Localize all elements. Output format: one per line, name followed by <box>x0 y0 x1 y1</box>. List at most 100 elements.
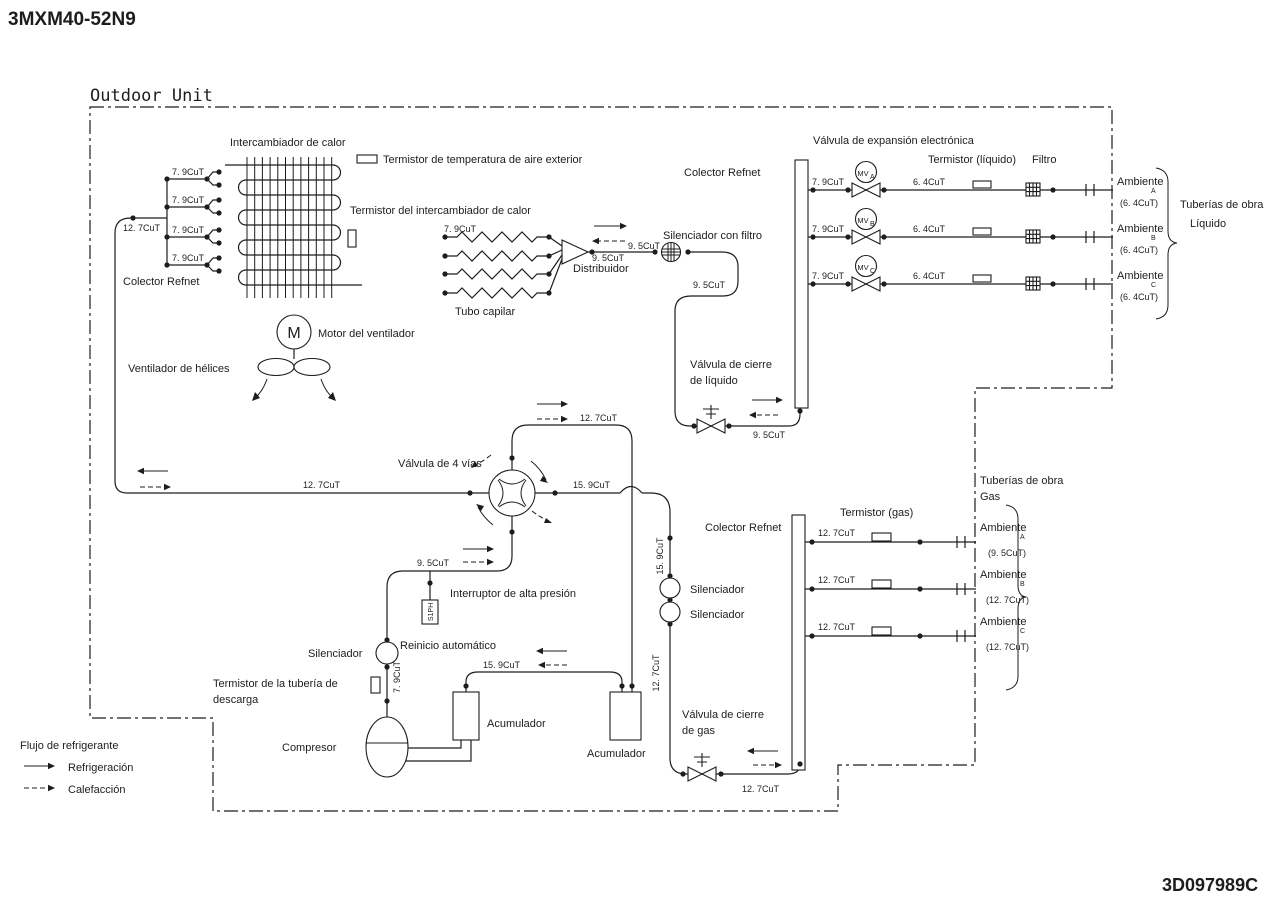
room-sub: A <box>1020 534 1025 541</box>
label-gas-valve-2: de gas <box>682 725 716 737</box>
pipe-size: 12. 7CuT <box>651 654 661 692</box>
filter-symbols <box>1025 182 1041 291</box>
pipe-size: 12. 7CuT <box>818 622 856 632</box>
pipe-size: 7. 9CuT <box>812 177 845 187</box>
refnet-header-gas <box>791 514 806 771</box>
pipe-size: 15. 9CuT <box>573 480 611 490</box>
page-title: 3MXM40-52N9 <box>8 9 136 30</box>
pipe-size: 12. 7CuT <box>580 413 618 423</box>
gas-muffler-2-symbol <box>659 601 681 623</box>
label-refnet-gas: Colector Refnet <box>705 522 781 534</box>
room-size: (9. 5CuT) <box>988 548 1026 558</box>
mv-c-label: MV <box>857 263 868 272</box>
pipe-size: 12. 7CuT <box>303 480 341 490</box>
label-four-way-valve: Válvula de 4 vías <box>398 458 482 470</box>
pipe-size: 15. 9CuT <box>655 537 665 575</box>
pipe-size: 9. 5CuT <box>628 241 661 251</box>
flare-connection-symbols <box>956 184 1095 642</box>
mv-b-label: MV <box>857 216 868 225</box>
liquid-thermistor-symbols <box>972 180 992 283</box>
label-hex-thermistor: Termistor del intercambiador de calor <box>350 205 531 217</box>
label-discharge-thermistor-2: descarga <box>213 694 259 706</box>
label-muffler: Silenciador <box>308 648 363 660</box>
pipe-size: 7. 9CuT <box>812 224 845 234</box>
room-size: (6. 4CuT) <box>1120 245 1158 255</box>
legend-cooling: Refrigeración <box>68 762 133 774</box>
flow-arrows <box>137 222 783 769</box>
label-eev: Válvula de expansión electrónica <box>813 135 975 147</box>
accumulator-1-symbol <box>452 691 480 741</box>
pipe-size: 9. 5CuT <box>753 430 786 440</box>
pipe-size: 6. 4CuT <box>913 177 946 187</box>
muffler-with-filter-symbol <box>660 241 682 263</box>
room-label: Ambiente <box>980 616 1026 628</box>
outdoor-unit-boundary <box>89 106 1113 812</box>
pipe-size: 12. 7CuT <box>123 223 161 233</box>
capillary-tubes <box>445 231 563 299</box>
field-piping-liquid-subtitle: Líquido <box>1190 218 1226 230</box>
pipe-size: 9. 5CuT <box>592 253 625 263</box>
outdoor-air-thermistor-symbol <box>356 154 378 164</box>
mv-c-sub: C <box>870 268 875 275</box>
hex-thermistor-symbol <box>347 229 357 248</box>
pipe-size: 7. 9CuT <box>172 253 205 263</box>
accumulator-2-symbol <box>609 691 642 741</box>
fan-motor-symbol <box>252 314 336 401</box>
room-size: (6. 4CuT) <box>1120 292 1158 302</box>
label-refnet-left: Colector Refnet <box>123 276 199 288</box>
pipe-size: 12. 7CuT <box>742 784 780 794</box>
label-auto-reset: Reinicio automático <box>400 640 496 652</box>
label-outdoor-air-thermistor: Termistor de temperatura de aire exterio… <box>383 154 583 166</box>
label-liquid-valve-2: de líquido <box>690 375 738 387</box>
room-size: (12. 7CuT) <box>986 642 1029 652</box>
mv-b-sub: B <box>870 221 875 228</box>
legend-arrows <box>24 762 55 792</box>
room-sub: C <box>1020 628 1025 635</box>
gas-brace <box>1005 504 1027 691</box>
pipe-size: 12. 7CuT <box>818 575 856 585</box>
four-way-valve-symbol <box>471 454 552 526</box>
liquid-brace <box>1155 167 1178 320</box>
liquid-stop-valve-symbol <box>696 405 726 434</box>
distributor-symbol <box>561 239 590 265</box>
label-filter: Filtro <box>1032 154 1056 166</box>
label-accumulator-1: Acumulador <box>487 718 546 730</box>
gas-muffler-1-symbol <box>659 577 681 599</box>
field-piping-gas-subtitle: Gas <box>980 491 1001 503</box>
label-fan-motor: Motor del ventilador <box>318 328 415 340</box>
pipe-size: 7. 9CuT <box>172 167 205 177</box>
label-gas-valve-1: Válvula de cierre <box>682 709 764 721</box>
room-sub: A <box>1151 188 1156 195</box>
room-size: (12. 7CuT) <box>986 595 1029 605</box>
mv-a-label: MV <box>857 169 868 178</box>
refnet-header-liquid <box>794 159 809 409</box>
eev-symbols <box>851 160 881 292</box>
label-fan: Ventilador de hélices <box>128 363 230 375</box>
hp-switch-tag: S1PH <box>428 603 435 621</box>
mv-a-sub: A <box>870 174 875 181</box>
heat-exchanger-coil <box>225 157 362 298</box>
room-sub: C <box>1151 282 1156 289</box>
pipe-size: 7. 9CuT <box>172 195 205 205</box>
pipe-size: 12. 7CuT <box>818 528 856 538</box>
label-liquid-valve-1: Válvula de cierre <box>690 359 772 371</box>
room-size: (6. 4CuT) <box>1120 198 1158 208</box>
pipe-size: 9. 5CuT <box>417 558 450 568</box>
pipes <box>114 171 1113 775</box>
room-label: Ambiente <box>1117 223 1163 235</box>
outdoor-unit-label: Outdoor Unit <box>90 86 213 106</box>
label-compressor: Compresor <box>282 742 337 754</box>
label-muffler-filter: Silenciador con filtro <box>663 230 762 242</box>
field-piping-gas-title: Tuberías de obra <box>980 475 1064 487</box>
motor-m-glyph: M <box>287 325 300 342</box>
pipe-size: 7. 9CuT <box>172 225 205 235</box>
pipe-size: 6. 4CuT <box>913 271 946 281</box>
legend-title: Flujo de refrigerante <box>20 740 118 752</box>
label-refnet-liquid: Colector Refnet <box>684 167 760 179</box>
pipe-size: 6. 4CuT <box>913 224 946 234</box>
pipe-size: 9. 5CuT <box>693 280 726 290</box>
room-label: Ambiente <box>1117 270 1163 282</box>
label-thermistor-liquid: Termistor (líquido) <box>928 154 1016 166</box>
